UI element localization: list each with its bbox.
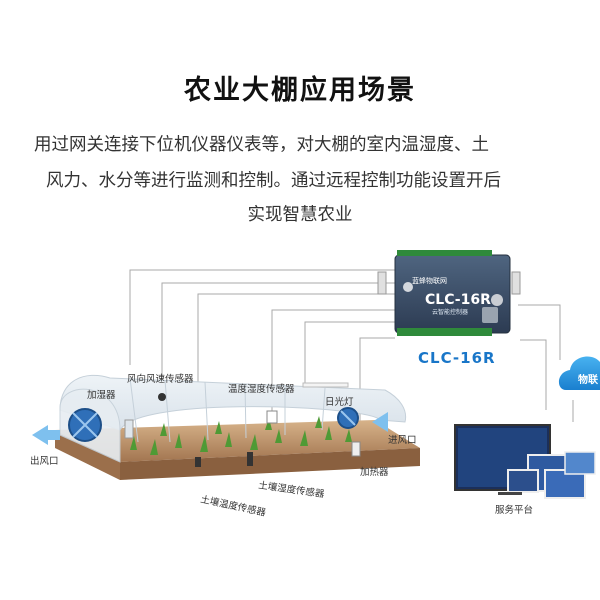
device-brand: 蓝蜂物联网 [412,276,447,285]
label-outlet: 出风口 [30,455,59,467]
description-line-1: 用过网关连接下位机仪器仪表等，对大棚的室内温湿度、土 [34,135,489,155]
label-wind-sensor: 风向风速传感器 [127,373,194,385]
label-soil-humidity-sensor: 土壤湿度传感器 [258,479,326,500]
label-temp-humidity-sensor: 温度湿度传感器 [228,383,295,395]
heater-device [351,441,361,457]
plants [130,416,352,455]
fan-icon [337,407,359,429]
page-title: 农业大棚应用场景 [184,75,416,106]
cloud-icon [558,356,600,390]
description-line-2: 风力、水分等进行监测和控制。通过远程控制功能设置开后 [46,171,501,191]
wind-sensor-icon [158,393,166,401]
label-humidifier: 加湿器 [87,390,116,401]
service-platform-screens [454,424,596,499]
humidifier-device [124,419,134,439]
fan-icon [68,408,102,442]
label-heater: 加热器 [360,466,389,478]
soil-sensor [247,452,253,466]
label-sun-lamp: 日光灯 [325,396,354,408]
inlet-arrow-icon [372,412,388,432]
description-line-3: 实现智慧农业 [247,205,353,225]
clc-16r-device [377,250,521,336]
label-soil-temp-humidity-sensor: 土壤温度传感器 [199,493,267,519]
outlet-arrow-icon [32,425,60,445]
soil-sensor [195,457,201,467]
greenhouse-diagram: 蓝蜂物联网 CLC-16R 云智能控制器 CLC-16R 物联 加湿器 风向风速… [30,250,600,519]
label-inlet: 进风口 [388,435,417,446]
device-subtitle: 云智能控制器 [432,308,468,316]
device-model: CLC-16R [425,292,491,308]
temp-humidity-sensor [266,410,278,424]
label-service-platform: 服务平台 [495,504,533,516]
device-caption: CLC-16R [418,349,496,367]
cloud-label: 物联 [578,373,598,386]
